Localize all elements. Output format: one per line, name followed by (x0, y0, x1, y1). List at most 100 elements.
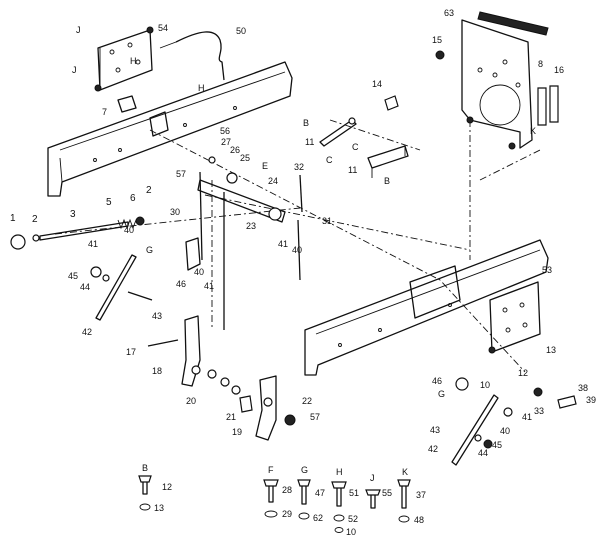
callout-20: 20 (186, 396, 197, 406)
callout-44b: 44 (478, 448, 489, 458)
part-7 (117, 95, 137, 113)
legend-k-number: 37 (416, 490, 427, 500)
callout-24: 24 (268, 176, 279, 186)
side-plate-8 (461, 19, 533, 150)
nut-33 (533, 387, 543, 397)
lever-40 (185, 237, 201, 271)
assembly-line-rear (204, 194, 471, 251)
callout-22: 22 (302, 396, 313, 406)
nut-45-right (483, 439, 493, 449)
callout-12: 12 (518, 368, 529, 378)
callout-42: 42 (82, 327, 93, 337)
callout-31: 31 (322, 216, 333, 226)
fastener-k (397, 479, 411, 523)
assembly-line-k (479, 149, 541, 181)
legend-b-number: 12 (162, 482, 173, 492)
callout-46: 46 (176, 279, 187, 289)
link-42-right (451, 394, 499, 466)
fastener-g (297, 479, 311, 520)
legend-f-washer: 29 (282, 509, 293, 519)
callout-23: 23 (246, 221, 257, 231)
pad-16b (549, 85, 559, 123)
callout-h1: H (130, 56, 137, 66)
legend-h-washer2: 10 (346, 527, 357, 537)
spring-5 (117, 216, 145, 230)
callout-2b: 2 (146, 185, 152, 196)
right-frame-rail (304, 239, 549, 376)
callout-39: 39 (586, 395, 597, 405)
callout-42b: 42 (428, 444, 439, 454)
callout-54: 54 (158, 23, 169, 33)
washers-20a (207, 369, 217, 379)
callout-g2: G (438, 389, 446, 399)
legend-f-number: 28 (282, 485, 293, 495)
callout-1: 1 (10, 213, 16, 224)
left-frame-rail (47, 61, 293, 197)
pad-16a (537, 87, 547, 126)
callout-43: 43 (152, 311, 163, 321)
nut-45 (90, 266, 102, 278)
callout-45: 45 (68, 271, 79, 281)
callout-32: 32 (294, 162, 305, 172)
legend-b-washer: 13 (154, 503, 165, 513)
callout-57b: 57 (310, 412, 321, 422)
callout-19: 19 (232, 427, 243, 437)
legend-h-number: 51 (349, 488, 360, 498)
callout-21: 21 (226, 412, 237, 422)
callout-11a: 11 (305, 137, 315, 147)
callout-18: 18 (152, 366, 163, 376)
legend-h-letter: H (336, 467, 343, 477)
callout-5: 5 (106, 197, 112, 208)
callout-k: K (530, 126, 537, 136)
callout-25: 25 (240, 153, 251, 163)
callout-h2: H (198, 83, 205, 93)
callout-40: 40 (124, 225, 135, 235)
legend-k-letter: K (402, 467, 409, 477)
pin-43 (127, 291, 153, 301)
callout-10: 10 (480, 380, 491, 390)
bar-63 (477, 11, 549, 36)
fastener-j (365, 489, 381, 509)
callout-40d: 40 (500, 426, 511, 436)
nut-22 (284, 414, 296, 426)
assembly-line-shaft (54, 207, 301, 235)
rockshaft-30 (197, 156, 286, 223)
part-46-right (455, 377, 469, 391)
bolt-38 (557, 395, 577, 409)
callout-40b: 40 (194, 267, 205, 277)
pin-17 (147, 339, 179, 347)
rod-32 (299, 174, 303, 213)
callout-41: 41 (88, 239, 99, 249)
legend-g-washer: 62 (313, 513, 324, 523)
callout-c1: C (326, 155, 333, 165)
rod-57 (199, 171, 203, 261)
callout-53: 53 (542, 265, 553, 275)
callout-8: 8 (538, 59, 544, 69)
washer-44-right (474, 434, 482, 442)
callout-26: 26 (230, 145, 241, 155)
washers-20b (220, 377, 230, 387)
callout-50: 50 (236, 26, 247, 36)
callout-38: 38 (578, 383, 589, 393)
callout-g1: G (146, 245, 154, 255)
legend-j-number: 55 (382, 488, 393, 498)
assembly-line-b (329, 119, 421, 151)
legend-k-washer: 48 (414, 515, 425, 525)
washer-44 (102, 274, 110, 282)
callout-j1: J (76, 25, 81, 35)
callout-40c: 40 (292, 245, 303, 255)
legend-b-letter: B (142, 463, 149, 473)
callout-27: 27 (221, 137, 232, 147)
callout-43b: 43 (430, 425, 441, 435)
washers-20c (231, 385, 241, 395)
callout-41d: 41 (522, 412, 533, 422)
spacer-21 (239, 395, 253, 413)
bar-11-upper (319, 117, 357, 147)
callout-16: 16 (554, 65, 565, 75)
callout-63: 63 (444, 8, 455, 18)
legend-f-letter: F (268, 465, 274, 475)
fastener-f (263, 479, 279, 518)
callout-41c: 41 (278, 239, 289, 249)
